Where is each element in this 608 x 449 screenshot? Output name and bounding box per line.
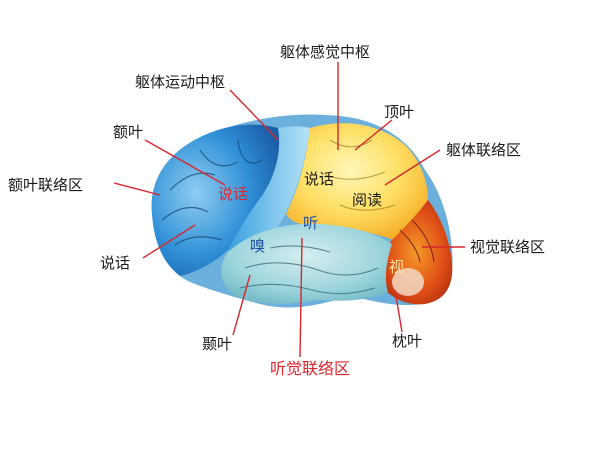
parietal-lobe-region	[286, 123, 428, 240]
inner-label-smell: 嗅	[250, 237, 266, 255]
frontal-gyri-lines	[161, 139, 263, 246]
motor-cortex-region	[228, 126, 310, 258]
inner-label-vision: 视	[389, 258, 405, 276]
temporal-lobe-region	[221, 223, 392, 304]
leader-parietal	[354, 119, 393, 151]
parietal-gyri-lines	[324, 139, 396, 211]
leader-lines	[113, 62, 465, 358]
leader-auditory	[299, 237, 303, 358]
inner-label-speech-frontal: 说话	[218, 185, 249, 203]
label-frontal-lobe: 额叶	[113, 123, 144, 141]
inner-label-hearing: 听	[303, 214, 319, 232]
label-parietal-lobe: 顶叶	[384, 103, 415, 121]
label-speech: 说话	[100, 254, 131, 272]
label-somatosensory-cortex: 躯体感觉中枢	[280, 43, 371, 61]
label-somatosensory-association: 躯体联络区	[446, 141, 522, 159]
label-visual-association: 视觉联络区	[470, 238, 546, 256]
label-motor-cortex: 躯体运动中枢	[135, 73, 226, 91]
temporal-gyri-lines	[239, 245, 379, 295]
leader-temporal	[232, 274, 251, 336]
label-temporal-lobe: 颞叶	[202, 335, 233, 353]
label-occipital-lobe: 枕叶	[392, 332, 423, 350]
leader-frontal	[144, 139, 226, 186]
leader-speech	[142, 224, 196, 259]
label-auditory-association: 听觉联络区	[270, 359, 351, 378]
occipital-gyri-lines	[399, 219, 435, 263]
leader-motor	[229, 89, 279, 141]
inner-label-speech-parietal: 说话	[304, 170, 335, 188]
inner-label-reading: 阅读	[352, 191, 383, 209]
leader-somatosensory-assoc	[384, 149, 441, 186]
label-frontal-association: 额叶联络区	[8, 176, 84, 194]
leader-frontal-assoc	[113, 182, 161, 196]
leader-occipital	[394, 289, 403, 333]
